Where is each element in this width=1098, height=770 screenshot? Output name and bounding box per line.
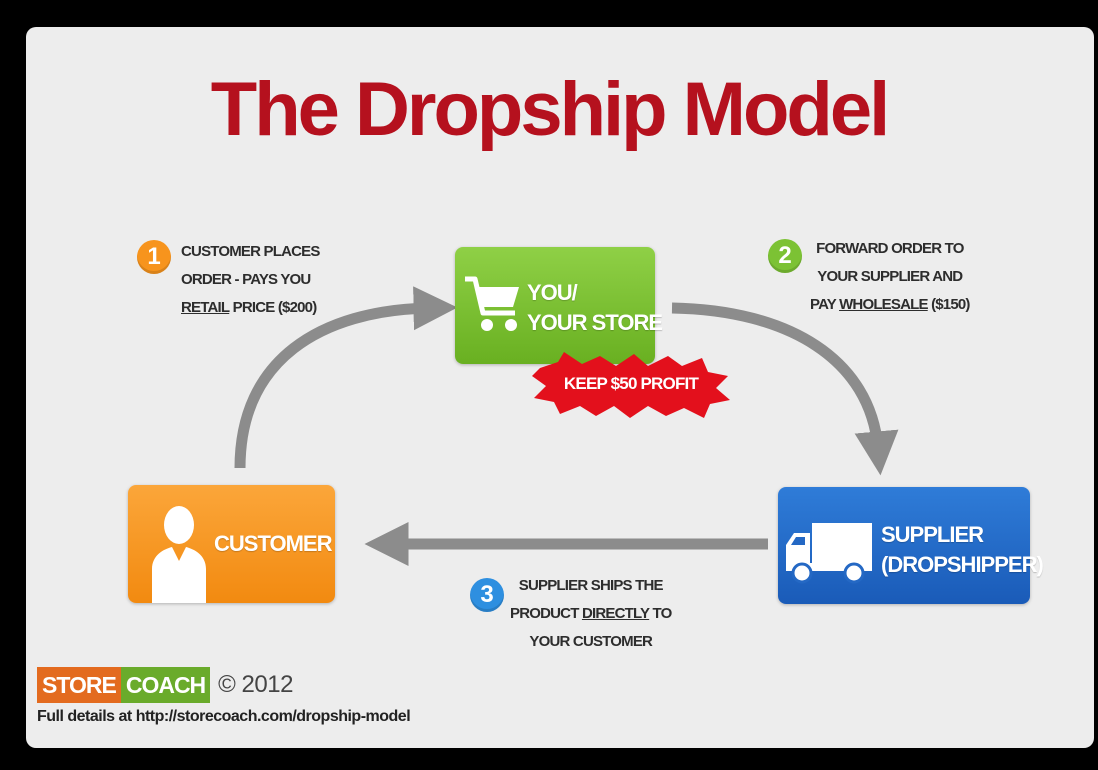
customer-node: CUSTOMER — [128, 485, 335, 603]
shopping-cart-icon — [465, 276, 519, 331]
step-2-price: ($150) — [927, 296, 970, 313]
supplier-label-line1: SUPPLIER — [881, 522, 984, 547]
step-2-line1: FORWARD ORDER TO — [816, 240, 964, 257]
logo-coach: COACH — [120, 667, 211, 703]
step-3-line1: SUPPLIER SHIPS THE — [518, 577, 664, 594]
step-2-text: FORWARD ORDER TO YOUR SUPPLIER AND PAY W… — [810, 235, 970, 319]
step-2-line2: YOUR SUPPLIER AND — [817, 268, 963, 285]
step-2-wholesale: WHOLESALE — [839, 296, 928, 313]
step-1-badge: 1 — [137, 240, 171, 274]
step-3-line3: YOUR CUSTOMER — [529, 633, 653, 650]
step-3-text: SUPPLIER SHIPS THE PRODUCT DIRECTLY TO Y… — [510, 572, 672, 656]
step-1-line3: RETAIL PRICE ($200) — [181, 294, 320, 322]
step-1-line2: ORDER - PAYS YOU — [181, 271, 311, 288]
copyright: © 2012 — [218, 671, 293, 698]
delivery-truck-icon — [786, 523, 872, 584]
step-1-retail: RETAIL — [181, 299, 230, 316]
logo-store: STORE — [37, 667, 121, 703]
profit-badge: KEEP $50 PROFIT — [563, 374, 699, 393]
step-3-product: PRODUCT — [510, 605, 582, 622]
step-2-pay: PAY — [810, 296, 840, 313]
step-3-badge: 3 — [470, 578, 504, 612]
step-3-to: TO — [649, 605, 673, 622]
step-2-line3: PAY WHOLESALE ($150) — [810, 291, 970, 319]
step-1-line1: CUSTOMER PLACES — [181, 243, 320, 260]
store-label: YOU/ YOUR STORE — [527, 278, 663, 338]
supplier-label-line2: (DROPSHIPPER) — [881, 552, 1044, 577]
step-1-text: CUSTOMER PLACES ORDER - PAYS YOU RETAIL … — [181, 238, 320, 322]
storecoach-logo: STORE COACH © 2012 — [37, 667, 293, 703]
person-silhouette-icon — [152, 506, 206, 603]
footer-details: Full details at http://storecoach.com/dr… — [37, 708, 411, 725]
profit-burst-shape — [532, 352, 730, 418]
step-3-directly: DIRECTLY — [581, 605, 650, 622]
step-1-price: PRICE ($200) — [229, 299, 318, 316]
store-node: YOU/ YOUR STORE — [455, 247, 663, 364]
page-title: The Dropship Model — [210, 67, 890, 152]
arrow-store-to-supplier — [671, 302, 899, 476]
store-label-line1: YOU/ — [527, 280, 578, 305]
store-label-line2: YOUR STORE — [527, 310, 663, 335]
customer-label: CUSTOMER — [214, 531, 332, 556]
step-3-line2: PRODUCT DIRECTLY TO — [510, 600, 672, 628]
supplier-node: SUPPLIER (DROPSHIPPER) — [778, 487, 1044, 604]
supplier-label: SUPPLIER (DROPSHIPPER) — [881, 520, 1044, 580]
step-2-badge: 2 — [768, 239, 802, 273]
arrow-customer-to-store — [234, 286, 458, 469]
